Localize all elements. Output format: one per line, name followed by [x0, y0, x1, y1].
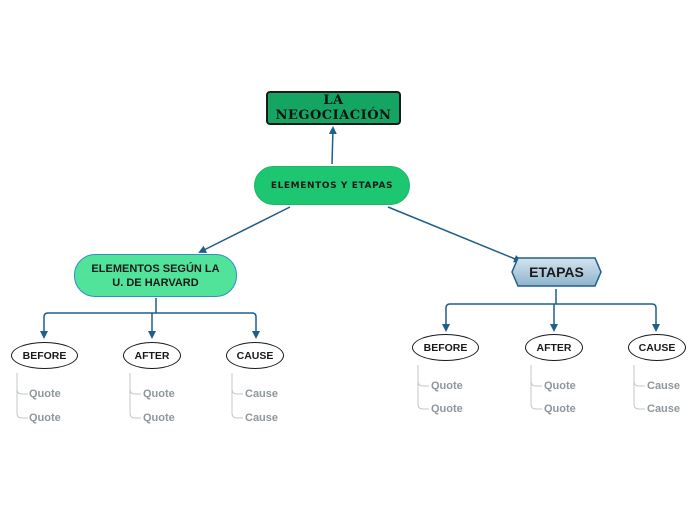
leaf-item[interactable]: Quote	[143, 388, 175, 400]
left-before-label: BEFORE	[22, 349, 67, 362]
right-cause-node[interactable]: CAUSE	[628, 334, 686, 361]
connector-harvard-before	[40, 312, 49, 339]
root-label: LA NEGOCIACIÓN	[275, 93, 392, 123]
right-before-label: BEFORE	[423, 341, 468, 354]
right-cause-label: CAUSE	[638, 341, 676, 354]
connector-etapas-cause	[651, 303, 660, 332]
leaf-item[interactable]: Quote	[29, 388, 61, 400]
leaf-bracket	[530, 365, 542, 410]
leaf-bracket	[129, 373, 141, 419]
leaf-item[interactable]: Quote	[544, 380, 576, 392]
leaf-bracket	[231, 373, 243, 419]
left-cause-label: CAUSE	[236, 349, 274, 362]
etapas-label: ETAPAS	[529, 264, 584, 280]
right-after-label: AFTER	[536, 341, 572, 354]
connector-central-root	[328, 126, 337, 165]
connector-central-etapas	[387, 206, 522, 263]
leaf-item[interactable]: Quote	[544, 403, 576, 415]
etapas-shape	[511, 257, 602, 287]
right-after-node[interactable]: AFTER	[525, 334, 583, 361]
leaf-item[interactable]: Quote	[431, 403, 463, 415]
leaf-item[interactable]: Cause	[647, 403, 681, 415]
connector-harvard-cause	[251, 312, 260, 339]
central-node[interactable]: ELEMENTOS Y ETAPAS	[254, 166, 410, 205]
leaf-item[interactable]: Quote	[143, 412, 175, 424]
connector-etapas-children	[450, 289, 652, 305]
leaf-item[interactable]: Quote	[29, 412, 61, 424]
leaf-bracket	[417, 365, 429, 410]
left-before-node[interactable]: BEFORE	[11, 342, 78, 369]
leaf-item[interactable]: Cause	[245, 412, 279, 424]
left-after-label: AFTER	[134, 349, 170, 362]
harvard-node[interactable]: ELEMENTOS SEGÚN LA U. DE HARVARD	[74, 254, 237, 297]
central-label: ELEMENTOS Y ETAPAS	[270, 180, 394, 191]
connector-harvard-children	[48, 298, 252, 314]
leaf-item[interactable]: Cause	[647, 380, 681, 392]
root-node[interactable]: LA NEGOCIACIÓN	[266, 91, 401, 125]
harvard-label: ELEMENTOS SEGÚN LA U. DE HARVARD	[91, 262, 220, 289]
leaf-bracket	[633, 365, 645, 410]
leaf-item[interactable]: Quote	[431, 380, 463, 392]
right-before-node[interactable]: BEFORE	[412, 334, 479, 361]
connector-central-harvard	[198, 206, 291, 253]
left-after-node[interactable]: AFTER	[123, 342, 181, 369]
leaf-bracket	[16, 373, 28, 419]
etapas-node[interactable]: ETAPAS	[511, 257, 602, 287]
connector-etapas-before	[442, 303, 451, 332]
leaf-item[interactable]: Cause	[245, 388, 279, 400]
left-cause-node[interactable]: CAUSE	[226, 342, 284, 369]
